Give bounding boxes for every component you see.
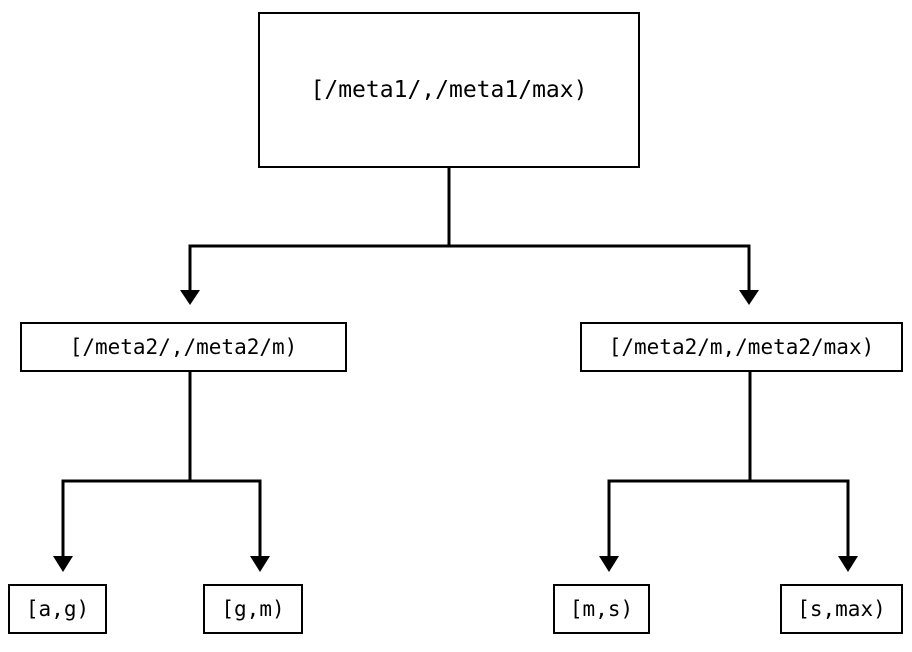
edge-path <box>188 168 451 290</box>
arrowhead-icon <box>250 556 270 572</box>
tree-node-leaf-smax[interactable]: [s,max) <box>780 584 903 634</box>
tree-node-label: [m,s) <box>569 596 634 621</box>
tree-node-leaf-gm[interactable]: [g,m) <box>203 584 303 634</box>
tree-node-root[interactable]: [/meta1/,/meta1/max) <box>258 12 640 168</box>
edge-path <box>188 372 262 556</box>
tree-node-leaf-ms[interactable]: [m,s) <box>553 584 650 634</box>
tree-node-label: [g,m) <box>221 596 285 621</box>
tree-node-label: [s,max) <box>797 596 886 621</box>
tree-node-label: [/meta1/,/meta1/max) <box>310 76 588 103</box>
edge-meta2-low-to-leaf-ag <box>53 372 192 572</box>
edge-meta2-low-to-leaf-gm <box>188 372 270 572</box>
edge-root-to-meta2-high <box>447 168 759 305</box>
arrowhead-icon <box>739 290 759 305</box>
edge-path <box>61 372 192 556</box>
edge-path <box>447 168 751 290</box>
edge-path <box>607 372 752 556</box>
edge-path <box>748 372 850 556</box>
tree-node-label: [a,g) <box>25 596 90 621</box>
tree-node-meta2-low[interactable]: [/meta2/,/meta2/m) <box>20 322 347 372</box>
tree-node-label: [/meta2/m,/meta2/max) <box>608 334 875 359</box>
tree-node-label: [/meta2/,/meta2/m) <box>69 334 298 359</box>
arrowhead-icon <box>599 556 619 572</box>
tree-node-leaf-ag[interactable]: [a,g) <box>8 584 107 634</box>
edge-meta2-high-to-leaf-ms <box>599 372 752 572</box>
arrowhead-icon <box>53 556 73 572</box>
edge-root-to-meta2-low <box>180 168 451 305</box>
edge-meta2-high-to-leaf-smax <box>748 372 858 572</box>
tree-node-meta2-high[interactable]: [/meta2/m,/meta2/max) <box>580 322 903 372</box>
arrowhead-icon <box>838 556 858 572</box>
arrowhead-icon <box>180 290 200 305</box>
